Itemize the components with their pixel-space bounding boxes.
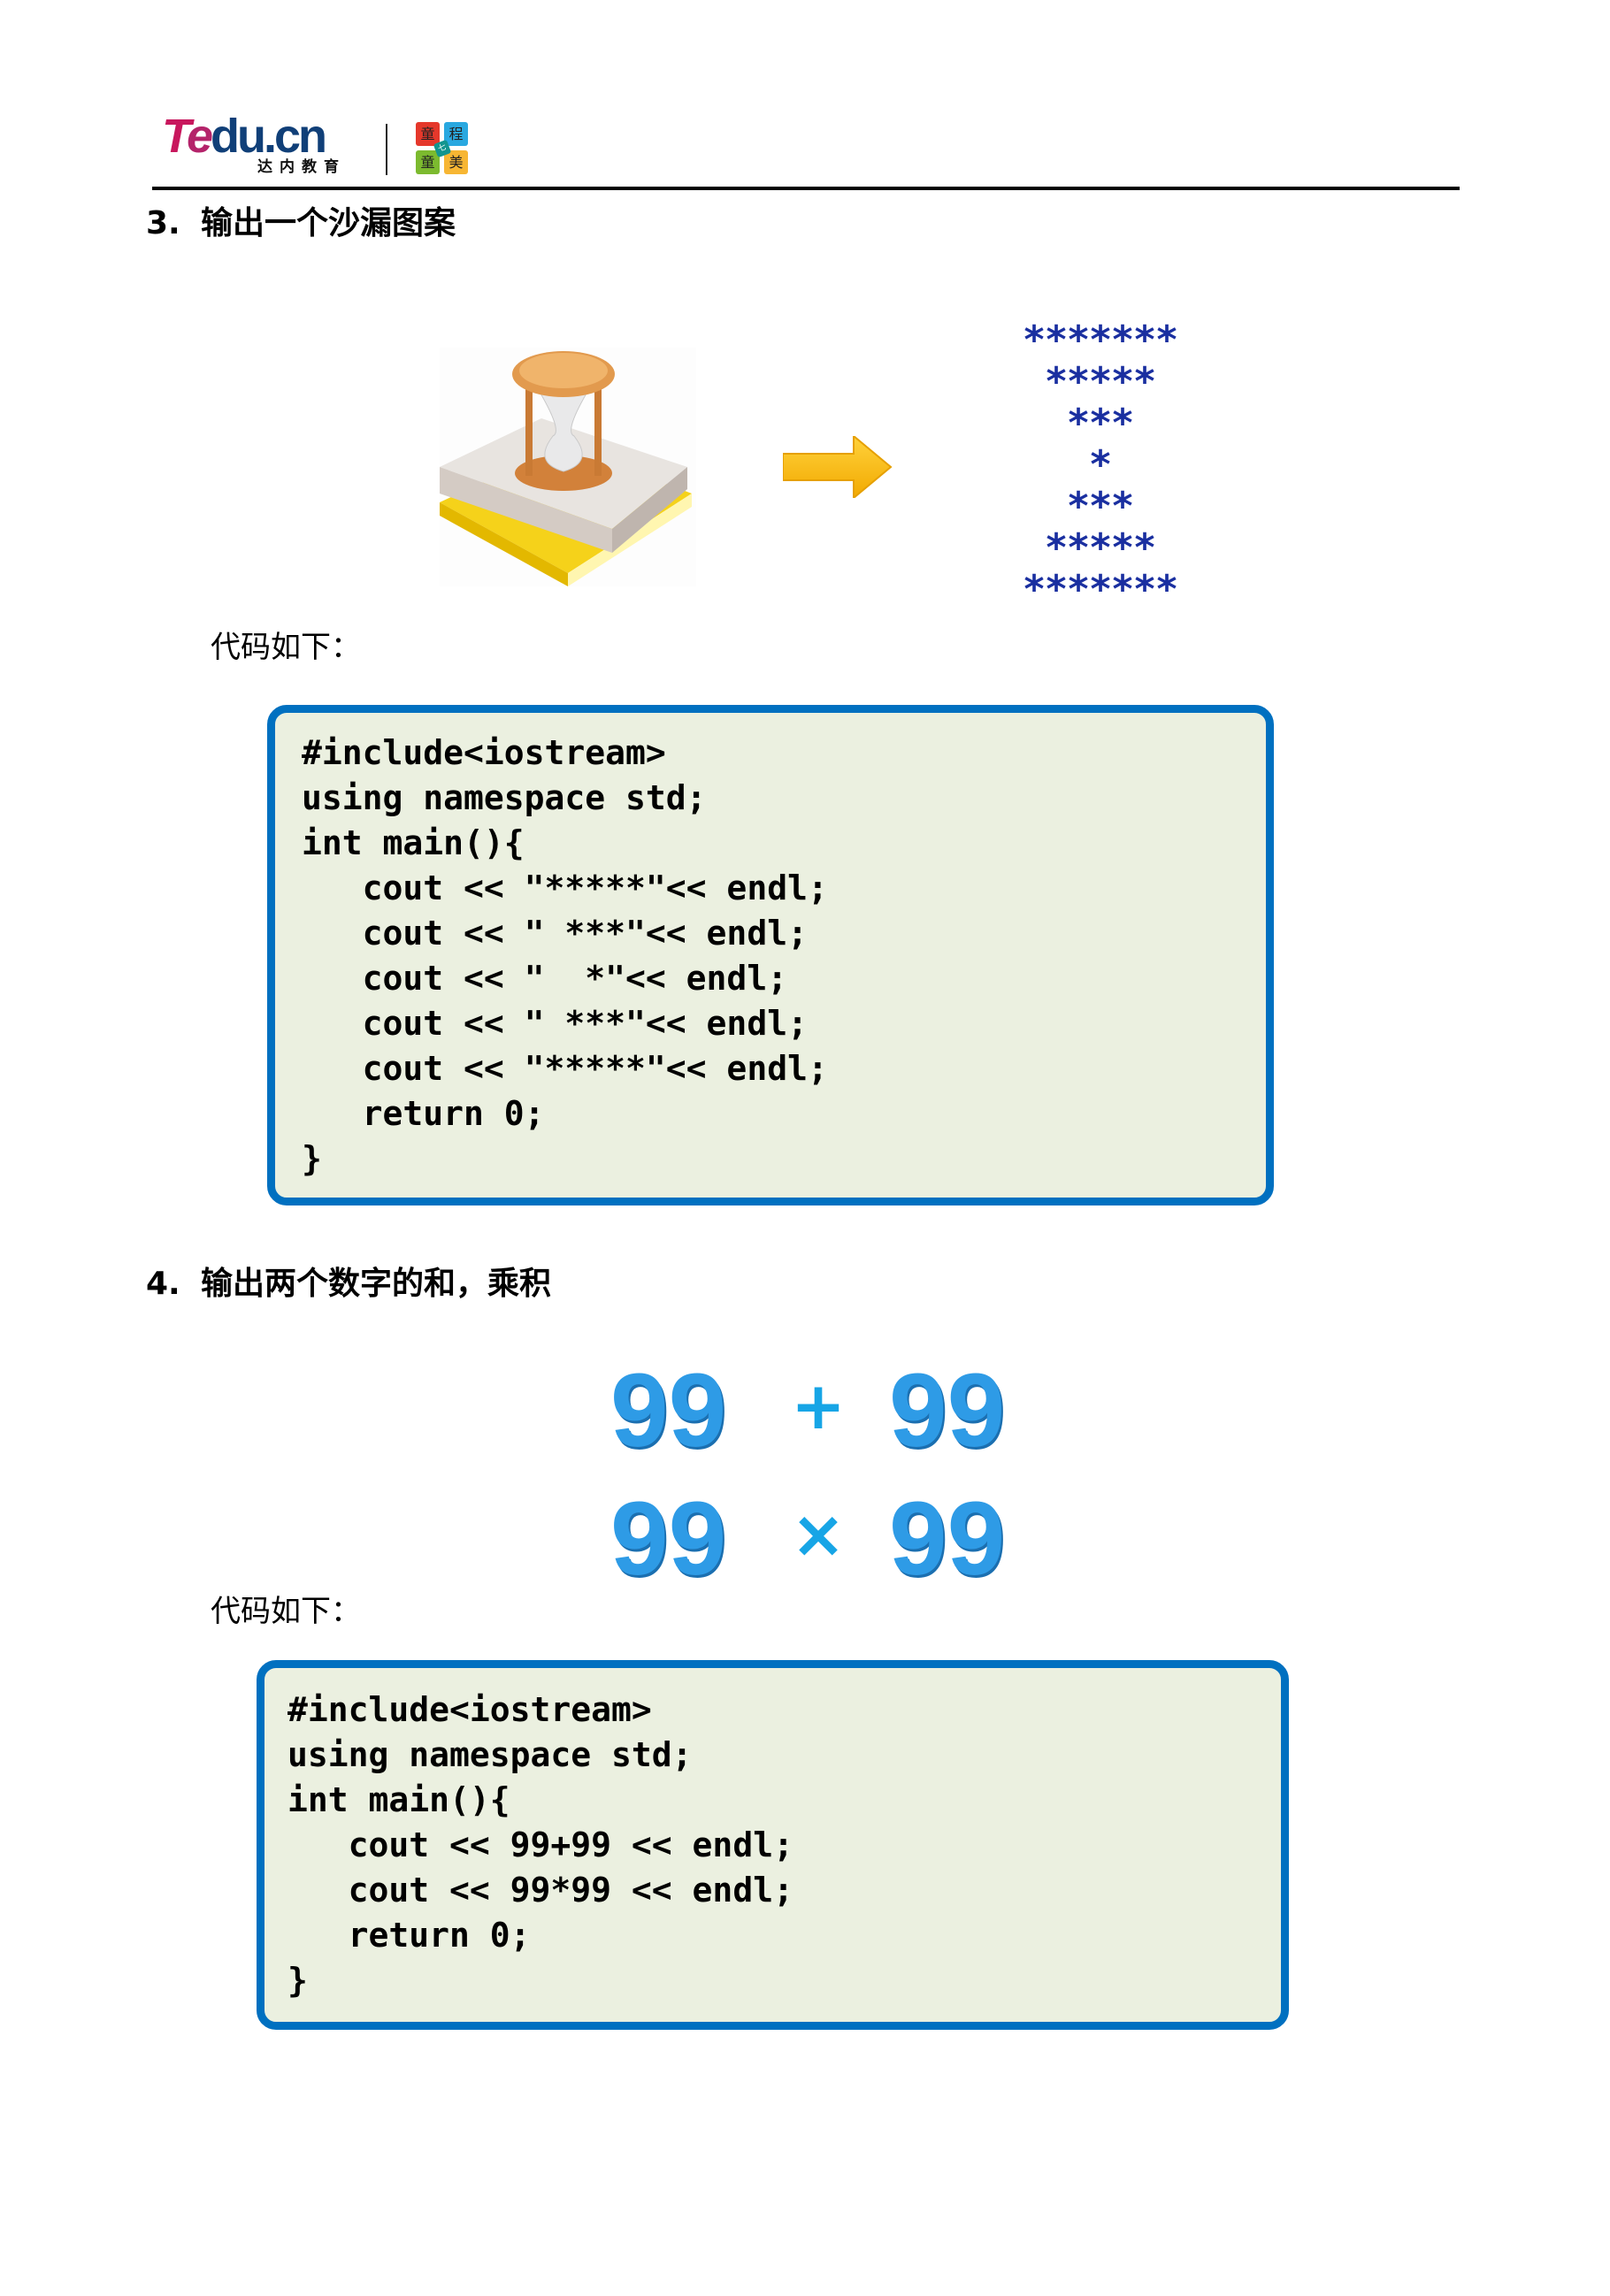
code-line: #include<iostream> xyxy=(302,733,666,772)
code-intro-label: 代码如下： xyxy=(211,1594,361,1629)
code-line: cout << " ***"<< endl; xyxy=(302,914,808,953)
code-line: int main(){ xyxy=(288,1780,510,1819)
pattern-row: *** xyxy=(1068,401,1135,446)
tongcheng-logo: 童 程 童 美 七 xyxy=(416,122,469,175)
code-line: cout << " *"<< endl; xyxy=(302,959,788,998)
code-line: int main(){ xyxy=(302,823,525,862)
pattern-row: ***** xyxy=(1046,525,1157,570)
code-line: } xyxy=(288,1961,308,2000)
code-line: cout << 99+99 << endl; xyxy=(288,1825,794,1864)
product-row: 99 × 99 xyxy=(602,1481,1044,1597)
hourglass-books-icon xyxy=(440,348,696,586)
multiply-icon: × xyxy=(790,1496,846,1573)
section-number: 3. xyxy=(146,205,180,241)
section-3-heading: 3. 输出一个沙漏图案 xyxy=(146,204,456,243)
plus-icon: + xyxy=(790,1368,846,1444)
code-line: using namespace std; xyxy=(288,1735,693,1774)
pattern-row: *** xyxy=(1068,484,1135,529)
code-text: #include<iostream> using namespace std; in… xyxy=(288,1688,794,2003)
right-arrow-icon xyxy=(782,433,898,501)
code-line: return 0; xyxy=(302,1094,545,1133)
tedu-logo-wordmark: Tedu.cn xyxy=(162,110,327,163)
logo2-cell: 美 xyxy=(444,150,468,174)
code-block-hourglass: #include<iostream> using namespace std; in… xyxy=(267,705,1274,1205)
logo-letter-t: T xyxy=(162,110,189,163)
code-line: cout << "*****"<< endl; xyxy=(302,1049,828,1088)
number-99-right: 99 xyxy=(889,1352,1006,1469)
logo-letters-rest: du.cn xyxy=(211,110,327,163)
code-line: } xyxy=(302,1139,322,1178)
code-line: cout << " ***"<< endl; xyxy=(302,1004,808,1043)
section-number: 4. xyxy=(146,1266,180,1302)
tedu-logo-subtitle: 达内教育 xyxy=(257,158,346,176)
logo2-cell: 童 xyxy=(416,150,440,174)
tedu-logo: Tedu.cn 达内教育 xyxy=(162,110,365,179)
code-line: using namespace std; xyxy=(302,778,707,817)
pattern-row: ******* xyxy=(1024,318,1179,363)
star-pattern: ******* ***** *** * *** ***** ******* xyxy=(969,319,1234,610)
number-99-right: 99 xyxy=(889,1481,1006,1597)
pattern-row: ******* xyxy=(1024,567,1179,612)
logo-divider xyxy=(386,124,387,175)
code-line: #include<iostream> xyxy=(288,1690,652,1729)
sum-row: 99 + 99 xyxy=(602,1352,1044,1469)
code-line: return 0; xyxy=(288,1916,531,1955)
number-99-left: 99 xyxy=(610,1352,727,1469)
code-text: #include<iostream> using namespace std; in… xyxy=(302,731,828,1182)
hourglass-illustration: ******* ***** *** * *** ***** ******* xyxy=(429,314,1208,610)
ninety-nine-illustration: 99 + 99 99 × 99 xyxy=(602,1344,1044,1591)
section-4-heading: 4. 输出两个数字的和，乘积 xyxy=(146,1265,551,1304)
code-block-sum-product: #include<iostream> using namespace std; in… xyxy=(257,1660,1289,2030)
section-title: 输出两个数字的和，乘积 xyxy=(201,1266,552,1302)
pattern-row: ***** xyxy=(1046,359,1157,404)
logo-letter-e: e xyxy=(186,110,213,163)
header-rule xyxy=(152,187,1460,190)
logo2-cell: 童 xyxy=(416,122,440,146)
section-title: 输出一个沙漏图案 xyxy=(201,205,456,241)
code-line: cout << "*****"<< endl; xyxy=(302,869,828,907)
logo2-cell: 程 xyxy=(444,122,468,146)
number-99-left: 99 xyxy=(610,1481,727,1597)
pattern-row: * xyxy=(1090,442,1113,487)
code-intro-label: 代码如下： xyxy=(211,630,361,665)
code-line: cout << 99*99 << endl; xyxy=(288,1871,794,1910)
